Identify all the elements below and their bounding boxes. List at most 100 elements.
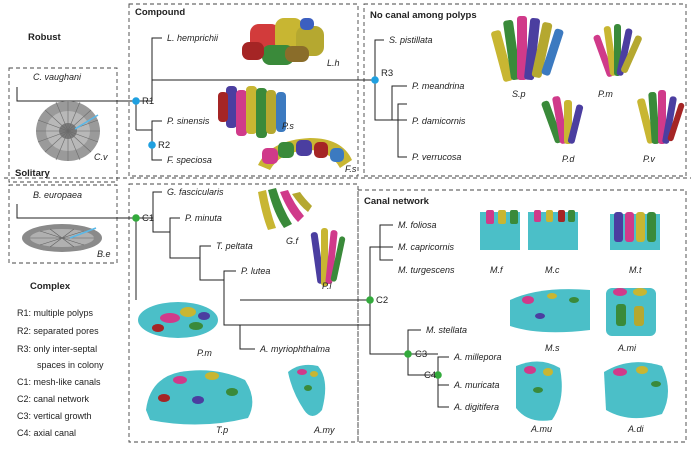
coral-image-gf [258,188,312,230]
complex-label: Complex [30,281,71,292]
legend-r2: R2: separated pores [17,326,99,336]
taxon-b-europaea: B. europaea [33,190,82,200]
node-c4 [434,371,442,379]
legend-c4: C4: axial canal [17,428,76,438]
coral-image-adi [604,362,668,419]
complex-nodes [132,214,442,379]
image-label-gf: G.f [286,236,300,246]
legend-c2: C2: canal network [17,394,90,404]
coral-image-be [22,224,102,252]
solitary-complex-box [8,184,118,264]
image-label-cv: C.v [94,152,108,162]
taxon-p-minuta: P. minuta [185,213,222,223]
image-label-sp: S.p [512,89,526,99]
image-label-pm-top: P.m [598,89,613,99]
image-label-ps: P.s [282,121,294,131]
taxon-s-pistillata: S. pistillata [389,35,433,45]
node-c1 [132,214,140,222]
taxon-a-digitifera: A. digitifera [453,402,499,412]
taxon-p-lutea: P. lutea [241,266,270,276]
image-label-pv: P.v [643,154,655,164]
coral-image-pl [310,228,346,286]
coral-image-ami [606,288,656,336]
image-label-mc: M.c [545,265,560,275]
node-c4-label: C4 [424,370,436,381]
coral-image-ps [218,86,286,138]
taxon-a-myriophthalma: A. myriophthalma [259,344,330,354]
image-label-ms: M.s [545,343,560,353]
taxon-p-sinensis: P. sinensis [167,116,210,126]
coral-image-lh [242,18,324,65]
coral-image-pm-bottom [138,302,218,338]
coral-image-amu [516,361,562,421]
node-r2 [148,141,156,149]
taxon-p-meandrina: P. meandrina [412,81,464,91]
image-label-mf: M.f [490,265,504,275]
coral-image-sp [491,16,564,82]
robust-nodes [132,76,379,149]
node-c2 [366,296,374,304]
coral-image-mf [480,210,520,250]
image-label-ami: A.mi [617,343,637,353]
taxon-f-speciosa: F. speciosa [167,155,212,165]
coral-image-pv [637,90,685,145]
node-r3-label: R3 [381,68,393,79]
legend-r1: R1: multiple polyps [17,308,94,318]
node-c3 [404,350,412,358]
image-label-be: B.e [97,249,111,259]
canal-network-label: Canal network [364,196,430,207]
taxon-t-peltata: T. peltata [216,241,253,251]
image-label-pl: P.l [322,281,332,291]
coral-image-pm-top [593,24,642,77]
coral-image-ms [510,289,590,333]
taxon-l-hemprichii: L. hemprichii [167,33,219,43]
taxon-m-turgescens: M. turgescens [398,265,455,275]
taxon-m-capricornis: M. capricornis [398,242,455,252]
image-label-amu: A.mu [530,424,552,434]
solitary-robust-box [8,67,118,183]
legend-c1: C1: mesh-like canals [17,377,101,387]
image-label-pd: P.d [562,154,575,164]
taxon-c-vaughani: C. vaughani [33,72,82,82]
node-r2-label: R2 [158,140,170,151]
image-label-lh: L.h [327,58,340,68]
taxon-g-fascicularis: G. fascicularis [167,187,224,197]
taxon-a-muricata: A. muricata [453,380,500,390]
legend: R1: multiple polyps R2: separated pores … [17,308,104,438]
coral-image-cv [36,101,100,161]
coral-image-mc [528,210,578,250]
node-r1-label: R1 [142,96,154,107]
image-label-pm-bottom: P.m [197,348,212,358]
no-canal-box [363,3,687,177]
image-label-adi: A.di [627,424,645,434]
image-label-tp: T.p [216,425,228,435]
solitary-label: Solitary [15,168,51,179]
taxon-a-millepora: A. millepora [453,352,502,362]
legend-r3: R3: only inter-septal [17,344,97,354]
dashed-boxes [8,3,687,443]
complex-tree-lines [16,191,449,408]
node-c2-label: C2 [376,295,388,306]
coral-image-mt [610,212,660,250]
legend-r3-cont: spaces in colony [37,360,104,370]
node-c1-label: C1 [142,213,154,224]
robust-label: Robust [28,32,62,43]
coral-image-fs [258,138,352,170]
image-label-mt: M.t [629,265,642,275]
node-r3 [371,76,379,84]
taxon-m-stellata: M. stellata [426,325,467,335]
taxon-p-damicornis: P. damicornis [412,116,466,126]
image-label-fs: F.s [345,164,357,174]
robust-tree-lines [16,37,407,161]
compound-robust-box [128,3,359,177]
no-canal-label: No canal among polyps [370,10,477,21]
coral-image-amy [288,364,326,416]
coral-image-tp [146,370,253,425]
canal-network-box [357,189,687,443]
compound-label: Compound [135,7,185,18]
coral-image-pd [541,96,584,144]
node-c3-label: C3 [415,349,427,360]
taxon-p-verrucosa: P. verrucosa [412,152,461,162]
image-label-amy: A.my [313,425,335,435]
